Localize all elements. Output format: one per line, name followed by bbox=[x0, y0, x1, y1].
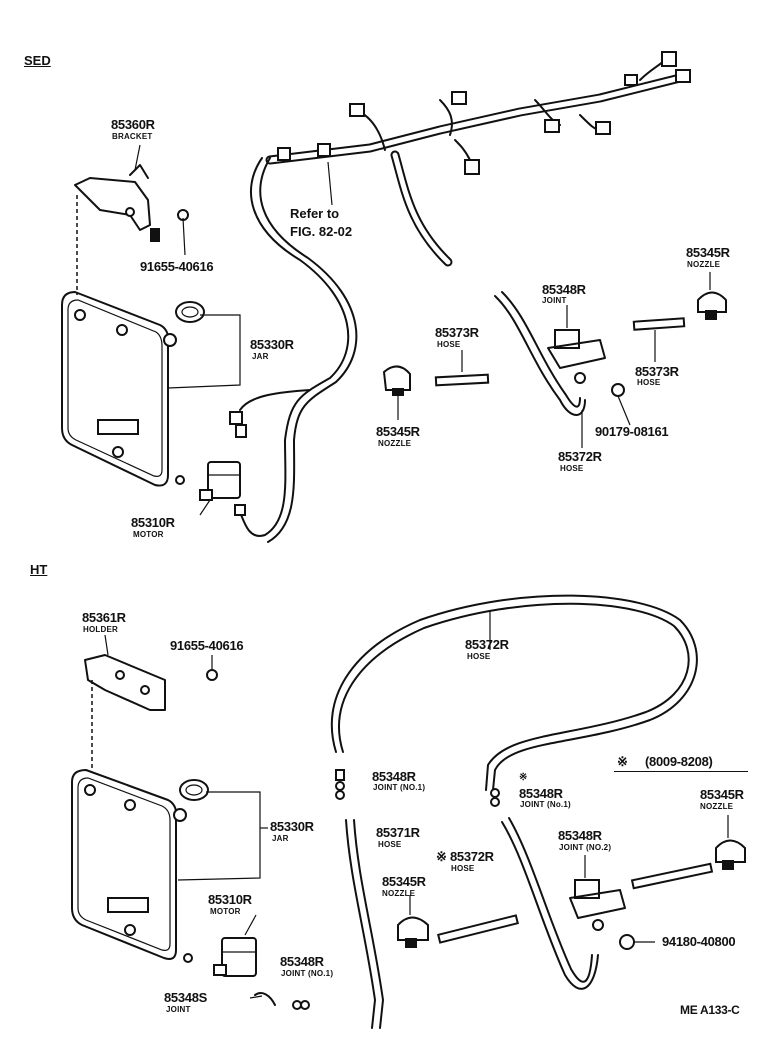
sed-hose-c-nm: HOSE bbox=[637, 378, 661, 387]
ref-line2: FIG. 82-02 bbox=[290, 224, 353, 239]
ht-hose-371-pn: 85371R bbox=[376, 825, 420, 840]
ht-nozzle-l bbox=[397, 895, 429, 948]
ht-joint-no2-pn: 85348R bbox=[558, 828, 602, 843]
ht-motor bbox=[183, 914, 257, 977]
ht-motor-nm: MOTOR bbox=[210, 907, 241, 916]
sed-hose-c-pn: 85373R bbox=[635, 364, 679, 379]
ht-joint-no1-a-nm: JOINT (NO.1) bbox=[373, 783, 426, 792]
ref-line1: Refer to bbox=[290, 206, 340, 221]
ht-jar-nm: JAR bbox=[272, 834, 289, 843]
sed-bracket bbox=[74, 144, 160, 242]
ht-clip-icon bbox=[619, 934, 655, 950]
ht-joint-no1-a bbox=[335, 769, 345, 800]
sed-motor-pn: 85310R bbox=[131, 515, 175, 530]
ht-joint-s-pn: 85348S bbox=[164, 990, 208, 1005]
ht-joint-no1-a-pn: 85348R bbox=[372, 769, 416, 784]
ht-motor-pn: 85310R bbox=[208, 892, 252, 907]
sed-nozzle-b-nm: NOZZLE bbox=[687, 260, 721, 269]
ht-joint-no1-b bbox=[490, 788, 500, 807]
ht-note-underline bbox=[614, 771, 748, 772]
ht-hose-372-pn: 85372R bbox=[450, 849, 494, 864]
ht-joint-no1-low-nm: JOINT (NO.1) bbox=[281, 969, 334, 978]
ht-long-hose-nm: HOSE bbox=[467, 652, 491, 661]
sed-hose-a-pn: 85373R bbox=[435, 325, 479, 340]
ht-long-hose bbox=[330, 594, 698, 791]
sed-jar bbox=[61, 291, 241, 487]
sed-clip-icon bbox=[611, 383, 631, 426]
ht-jar bbox=[71, 769, 261, 960]
sed-hose-c bbox=[632, 317, 686, 362]
ht-joint-no1-b-pn: 85348R bbox=[519, 786, 563, 801]
ht-joint-s-nm: JOINT bbox=[166, 1005, 191, 1014]
ht-joint-s bbox=[249, 992, 276, 1006]
ht-nozzle-r bbox=[715, 815, 746, 870]
ht-holder-nm: HOLDER bbox=[83, 625, 118, 634]
sed-hose-main bbox=[239, 157, 350, 537]
sed-bolt-pn: 91655-40616 bbox=[140, 259, 214, 274]
ht-note-mark: ※ bbox=[617, 754, 628, 769]
section-sed: SED bbox=[24, 53, 51, 68]
ht-joint-no1-low-pn: 85348R bbox=[280, 954, 324, 969]
sed-hose-a bbox=[434, 350, 490, 387]
sed-nozzle-b-pn: 85345R bbox=[686, 245, 730, 260]
ht-holder bbox=[84, 634, 166, 711]
sed-joint bbox=[547, 305, 606, 384]
sed-bracket-nm: BRACKET bbox=[112, 132, 153, 141]
sed-motor-nm: MOTOR bbox=[133, 530, 164, 539]
ht-bolt-pn: 91655-40616 bbox=[170, 638, 244, 653]
ht-hose-371 bbox=[345, 819, 376, 1029]
sed-bolt-icon bbox=[177, 209, 189, 256]
section-ht: HT bbox=[30, 562, 48, 577]
sed-hose-a-nm: HOSE bbox=[437, 340, 461, 349]
sed-hose-b-pn: 85372R bbox=[558, 449, 602, 464]
ht-jar-pn: 85330R bbox=[270, 819, 314, 834]
sed-nozzle-a-pn: 85345R bbox=[376, 424, 420, 439]
sed-nozzle-b bbox=[697, 272, 727, 320]
wire-harness bbox=[265, 51, 691, 267]
sed-jar-pn: 85330R bbox=[250, 337, 294, 352]
sed-nozzle-a-nm: NOZZLE bbox=[378, 439, 412, 448]
sed-nozzle-a bbox=[382, 365, 411, 420]
ht-joint-no2-nm: JOINT (NO.2) bbox=[559, 843, 612, 852]
sed-hose-b-nm: HOSE bbox=[560, 464, 584, 473]
ht-clip-pn: 94180-40800 bbox=[662, 934, 736, 949]
figure-code: ME A133-C bbox=[680, 1003, 740, 1017]
sed-joint-pn: 85348R bbox=[542, 282, 586, 297]
ht-long-hose-pn: 85372R bbox=[465, 637, 509, 652]
sed-jar-nm: JAR bbox=[252, 352, 269, 361]
ht-joint-no1-b-mark: ※ bbox=[519, 772, 528, 783]
sed-motor bbox=[199, 389, 311, 516]
ht-note-range: (8009-8208) bbox=[645, 754, 713, 769]
ht-hose-372-nm: HOSE bbox=[451, 864, 475, 873]
sed-bracket-pn: 85360R bbox=[111, 117, 155, 132]
ht-nozzle-l-nm: NOZZLE bbox=[382, 889, 416, 898]
ht-bolt-icon bbox=[206, 655, 218, 681]
ht-nozzle-l-pn: 85345R bbox=[382, 874, 426, 889]
ht-joint-no2 bbox=[569, 855, 626, 931]
sed-hose-b bbox=[494, 295, 586, 416]
ht-hose-372-mark: ※ bbox=[436, 849, 447, 864]
ht-joint-no1-b-nm: JOINT (No.1) bbox=[520, 800, 571, 809]
ht-nozzle-r-pn: 85345R bbox=[700, 787, 744, 802]
ht-joint-no1-low bbox=[292, 1000, 310, 1010]
ht-holder-pn: 85361R bbox=[82, 610, 126, 625]
ht-hose-372 bbox=[501, 821, 599, 990]
sed-clip-pn: 90179-08161 bbox=[595, 424, 669, 439]
ht-hose-371-nm: HOSE bbox=[378, 840, 402, 849]
sed-joint-nm: JOINT bbox=[542, 296, 567, 305]
ht-nozzle-r-nm: NOZZLE bbox=[700, 802, 734, 811]
